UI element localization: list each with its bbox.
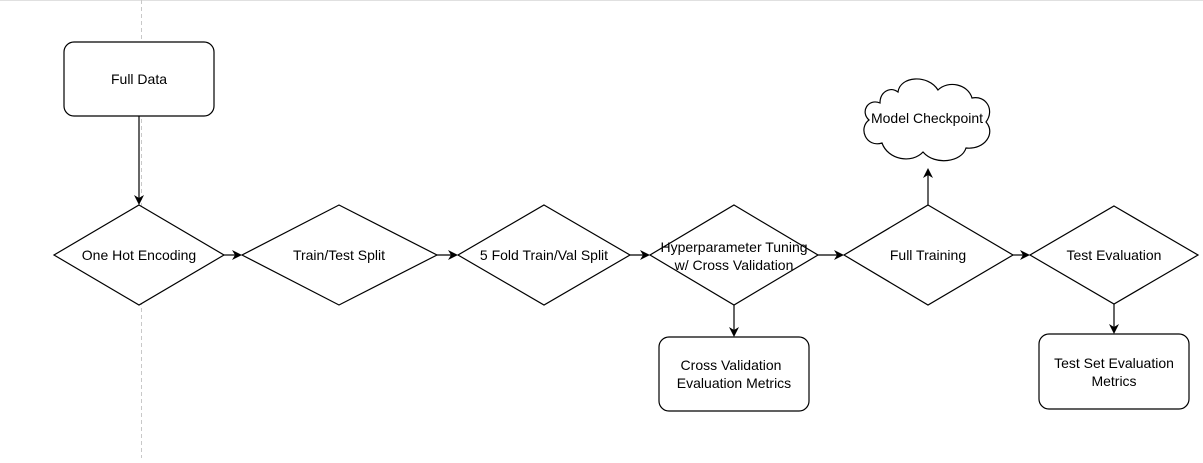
- train-test-split-label: Train/Test Split: [293, 247, 385, 263]
- cv-metrics-label-line1: Cross Validation: [681, 357, 782, 373]
- hyperparameter-tuning-node[interactable]: Hyperparameter Tuning w/ Cross Validatio…: [648, 204, 820, 306]
- test-metrics-label-line2: Metrics: [1091, 373, 1136, 389]
- full-training-node[interactable]: Full Training: [842, 204, 1015, 306]
- one-hot-encoding-node[interactable]: One Hot Encoding: [52, 204, 226, 306]
- full-data-node[interactable]: Full Data: [63, 41, 215, 117]
- full-training-label: Full Training: [890, 247, 966, 263]
- kfold-split-label: 5 Fold Train/Val Split: [480, 247, 608, 263]
- test-evaluation-label: Test Evaluation: [1067, 247, 1162, 263]
- cloud-shape: [863, 78, 991, 162]
- model-checkpoint-node[interactable]: Model Checkpoint: [863, 78, 991, 162]
- test-evaluation-node[interactable]: Test Evaluation: [1028, 205, 1200, 305]
- hyperparameter-tuning-label-line1: Hyperparameter Tuning: [660, 239, 807, 255]
- cv-metrics-label-line2: Evaluation Metrics: [677, 375, 791, 391]
- one-hot-encoding-label: One Hot Encoding: [82, 247, 196, 263]
- test-metrics-label-line1: Test Set Evaluation: [1054, 355, 1174, 371]
- model-checkpoint-label: Model Checkpoint: [871, 110, 983, 126]
- full-data-label: Full Data: [111, 71, 167, 87]
- train-test-split-node[interactable]: Train/Test Split: [240, 204, 439, 306]
- test-metrics-node[interactable]: Test Set Evaluation Metrics: [1038, 333, 1190, 410]
- kfold-split-node[interactable]: 5 Fold Train/Val Split: [456, 204, 632, 306]
- cv-metrics-node[interactable]: Cross Validation Evaluation Metrics: [658, 336, 810, 412]
- hyperparameter-tuning-label-line2: w/ Cross Validation: [674, 257, 794, 273]
